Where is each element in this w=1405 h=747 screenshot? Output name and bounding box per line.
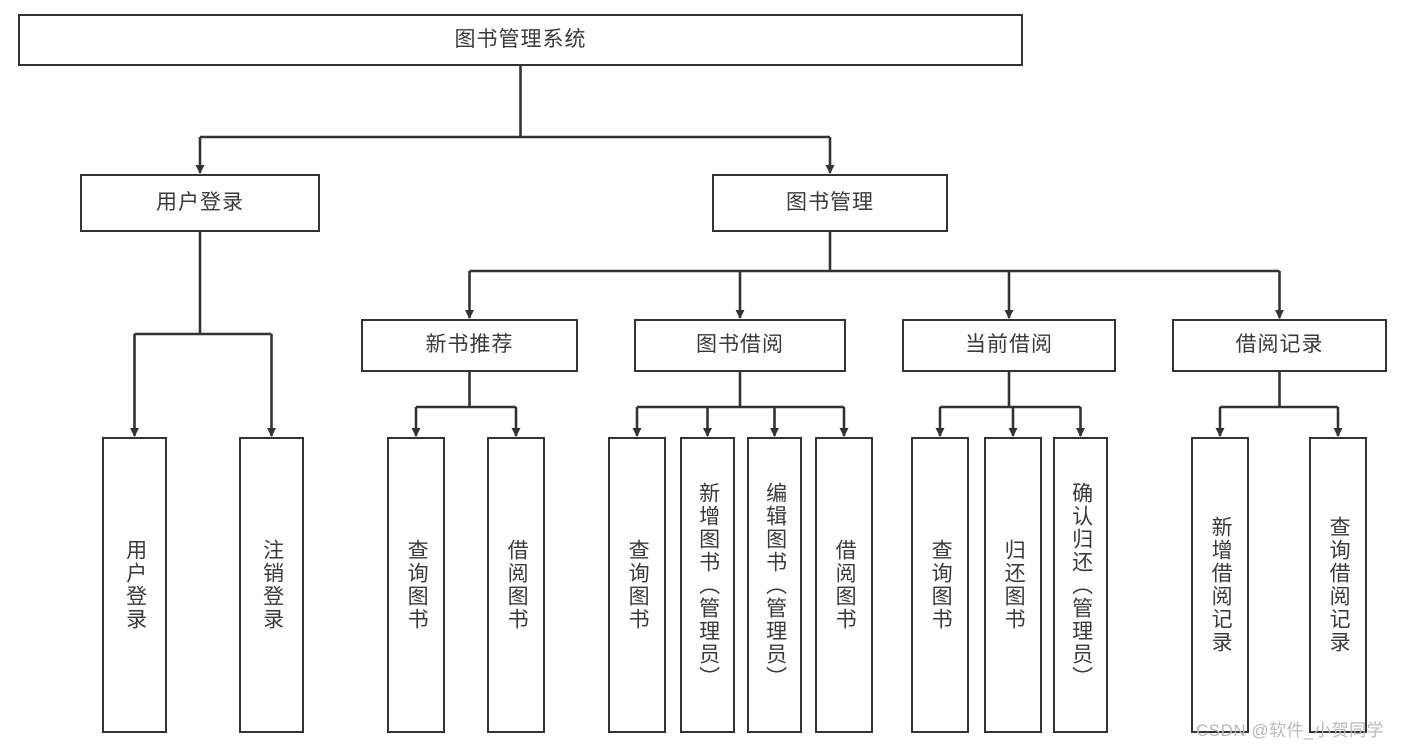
node-leaf-query-book-1[interactable]: 查询图书 <box>387 437 445 733</box>
node-leaf-user-login-label: 用户登录 <box>123 539 147 631</box>
node-leaf-add-record[interactable]: 新增借阅记录 <box>1191 437 1249 733</box>
node-leaf-edit-book-label: 编辑图书（管理员） <box>763 481 787 689</box>
node-user-login[interactable]: 用户登录 <box>80 174 320 232</box>
node-leaf-borrow-book-1-label: 借阅图书 <box>505 539 529 631</box>
node-leaf-edit-book[interactable]: 编辑图书（管理员） <box>747 437 802 733</box>
node-current-borrow-label: 当前借阅 <box>965 333 1053 357</box>
node-leaf-confirm-return-label: 确认归还（管理员） <box>1069 481 1093 689</box>
node-leaf-query-book-3[interactable]: 查询图书 <box>911 437 969 733</box>
node-leaf-query-book-2[interactable]: 查询图书 <box>608 437 666 733</box>
node-leaf-borrow-book-2-label: 借阅图书 <box>833 539 857 631</box>
node-leaf-add-record-label: 新增借阅记录 <box>1209 516 1233 654</box>
node-new-book-recommend[interactable]: 新书推荐 <box>361 319 578 372</box>
node-leaf-query-record-label: 查询借阅记录 <box>1327 516 1351 654</box>
node-leaf-return-book[interactable]: 归还图书 <box>984 437 1042 733</box>
node-new-book-recommend-label: 新书推荐 <box>425 333 514 357</box>
node-leaf-add-book-label: 新增图书（管理员） <box>696 481 720 689</box>
node-root-图书管理系统-label: 图书管理系统 <box>454 27 587 51</box>
node-leaf-query-book-3-label: 查询图书 <box>929 539 953 631</box>
node-borrow-record[interactable]: 借阅记录 <box>1172 319 1387 372</box>
node-leaf-user-login[interactable]: 用户登录 <box>102 437 167 733</box>
node-leaf-return-book-label: 归还图书 <box>1002 539 1026 631</box>
node-leaf-borrow-book-2[interactable]: 借阅图书 <box>815 437 873 733</box>
node-leaf-query-book-1-label: 查询图书 <box>405 539 429 631</box>
node-leaf-query-book-2-label: 查询图书 <box>626 539 650 631</box>
watermark-label: CSDN @软件_小贺同学 <box>1196 721 1385 740</box>
node-user-login-label: 用户登录 <box>156 190 244 214</box>
node-book-borrow[interactable]: 图书借阅 <box>634 319 846 372</box>
node-book-borrow-label: 图书借阅 <box>696 333 784 357</box>
node-leaf-logout[interactable]: 注销登录 <box>239 437 304 733</box>
node-leaf-logout-label: 注销登录 <box>260 539 284 631</box>
node-leaf-query-record[interactable]: 查询借阅记录 <box>1309 437 1367 733</box>
node-book-management-label: 图书管理 <box>786 190 874 214</box>
node-book-management[interactable]: 图书管理 <box>712 174 948 232</box>
node-leaf-add-book[interactable]: 新增图书（管理员） <box>680 437 735 733</box>
node-current-borrow[interactable]: 当前借阅 <box>902 319 1116 372</box>
node-leaf-borrow-book-1[interactable]: 借阅图书 <box>487 437 545 733</box>
node-root-图书管理系统[interactable]: 图书管理系统 <box>18 14 1023 66</box>
node-leaf-confirm-return[interactable]: 确认归还（管理员） <box>1053 437 1108 733</box>
node-borrow-record-label: 借阅记录 <box>1235 333 1324 357</box>
